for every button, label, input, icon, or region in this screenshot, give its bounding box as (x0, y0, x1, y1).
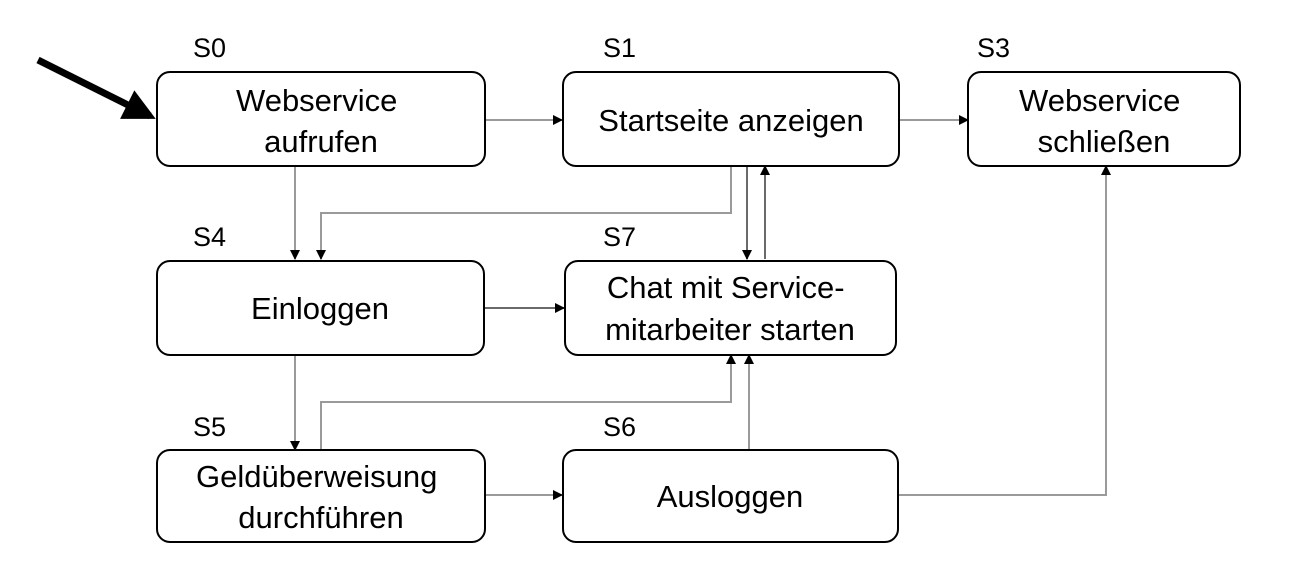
state-label: Webservice aufrufen (236, 83, 406, 159)
state-label-line: Webservice (236, 83, 397, 118)
state-label-line: Chat mit Service- (607, 270, 845, 305)
state-label: Ausloggen (657, 479, 804, 514)
state-id: S6 (603, 412, 636, 442)
state-s5: S5 Geldüberweisung durchführen (156, 412, 486, 543)
state-s4: S4 Einloggen (156, 222, 485, 356)
state-label-line: schließen (1038, 124, 1171, 159)
state-label-line: Einloggen (251, 291, 389, 326)
state-id: S7 (603, 222, 636, 252)
state-s6: S6 Ausloggen (562, 412, 899, 543)
state-box (564, 260, 897, 356)
state-label-line: mitarbeiter starten (605, 312, 855, 347)
state-box (156, 260, 485, 356)
state-s1: S1 Startseite anzeigen (562, 33, 900, 167)
start-arrow (36, 56, 156, 120)
state-label: Chat mit Service- mitarbeiter starten (605, 270, 855, 347)
state-label-line: aufrufen (264, 124, 378, 159)
state-id: S4 (193, 222, 226, 252)
edge-s1-s4 (316, 166, 732, 260)
state-label: Geldüberweisung durchführen (196, 459, 446, 535)
state-id: S1 (603, 33, 636, 63)
state-box (967, 71, 1241, 167)
state-box (156, 449, 486, 543)
state-label-line: Geldüberweisung (196, 459, 437, 494)
state-label-line: durchführen (238, 500, 403, 535)
edge-s5-s7 (320, 354, 736, 450)
state-label-line: Webservice (1019, 83, 1180, 118)
state-s3: S3 Webservice schließen (967, 33, 1241, 167)
state-s0: S0 Webservice aufrufen (156, 33, 486, 167)
state-s7: S7 Chat mit Service- mitarbeiter starten (564, 222, 897, 356)
state-label: Einloggen (251, 291, 389, 326)
state-label: Startseite anzeigen (598, 103, 863, 138)
state-box (156, 71, 486, 167)
transitions (290, 115, 1111, 500)
edge-s6-s3 (898, 165, 1111, 496)
state-label: Webservice schließen (1019, 83, 1189, 159)
state-label-line: Ausloggen (657, 479, 804, 514)
state-id: S3 (977, 33, 1010, 63)
state-label-line: Startseite anzeigen (598, 103, 863, 138)
state-id: S0 (193, 33, 226, 63)
state-box (562, 449, 899, 543)
state-id: S5 (193, 412, 226, 442)
state-box (562, 71, 900, 167)
